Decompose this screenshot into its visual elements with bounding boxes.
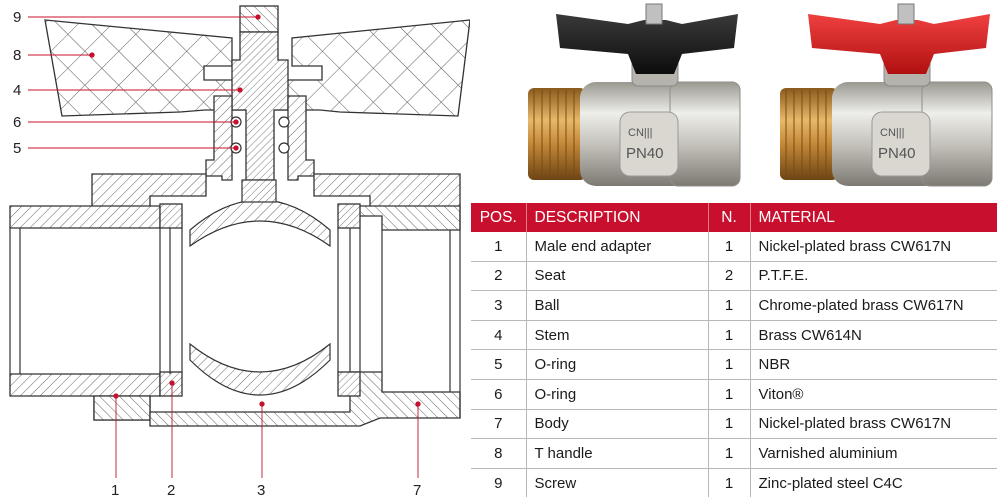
body-marking-black-1: CN|||: [628, 127, 652, 139]
valve-photo-black-handle: CN||| PN40: [528, 3, 741, 187]
body-top-part-right: [313, 173, 461, 211]
cell-n: 1: [708, 468, 751, 498]
callout-2: 2: [167, 482, 175, 499]
cell-n: 2: [708, 261, 751, 292]
header-pos: POS.: [471, 203, 527, 232]
body-top-part: [91, 173, 207, 211]
cell-n: 1: [708, 232, 751, 262]
o-ring-lower-right: [278, 142, 290, 154]
cell-material: P.T.F.E.: [750, 261, 997, 292]
cell-material: Brass CW614N: [750, 320, 997, 351]
body-right-upper: [349, 205, 461, 231]
table-row: 6 O-ring 1 Viton®: [471, 379, 997, 410]
product-photos: CN||| PN40 CN||| PN40: [528, 3, 993, 187]
body-bottom-part: [93, 395, 151, 421]
ball-part: [189, 179, 331, 396]
callout-7: 7: [413, 482, 421, 499]
cell-pos: 1: [471, 232, 527, 262]
table-row: 7 Body 1 Nickel-plated brass CW617N: [471, 409, 997, 440]
red-t-handle: [808, 14, 990, 74]
o-ring-upper-right: [278, 116, 290, 128]
callout-5: 5: [13, 140, 21, 157]
parts-table: POS. DESCRIPTION N. MATERIAL 1 Male end …: [471, 203, 997, 498]
seat-left: [159, 203, 183, 229]
body-marking-red-1: CN|||: [880, 127, 904, 139]
table-row: 3 Ball 1 Chrome-plated brass CW617N: [471, 290, 997, 321]
cell-pos: 4: [471, 320, 527, 351]
table-row: 1 Male end adapter 1 Nickel-plated brass…: [471, 232, 997, 262]
cell-material: Nickel-plated brass CW617N: [750, 232, 997, 262]
callout-4: 4: [13, 82, 21, 99]
cell-material: Zinc-plated steel C4C: [758, 474, 903, 492]
cell-n: 1: [708, 320, 751, 351]
cell-pos: 2: [471, 261, 527, 292]
black-t-handle: [556, 14, 738, 74]
cell-description: Ball: [526, 290, 709, 321]
cell-pos: 7: [471, 409, 527, 440]
cell-material: Chrome-plated brass CW617N: [750, 290, 997, 321]
callout-3: 3: [257, 482, 265, 499]
cell-description: Screw: [526, 468, 709, 498]
body-marking-red-2: PN40: [878, 145, 916, 162]
cell-description: Male end adapter: [526, 232, 709, 262]
cell-n: 1: [708, 438, 751, 469]
cell-n: 1: [708, 409, 751, 440]
seat-right-lower: [337, 371, 361, 397]
table-row: 2 Seat 2 P.T.F.E.: [471, 261, 997, 292]
cell-pos: 5: [471, 349, 527, 380]
header-n: N.: [708, 203, 751, 232]
cell-n: 1: [708, 349, 751, 380]
cell-pos: 3: [471, 290, 527, 321]
cell-description: O-ring: [526, 349, 709, 380]
cell-pos: 8: [471, 438, 527, 469]
cell-pos: 9: [471, 468, 527, 498]
table-header-row: POS. DESCRIPTION N. MATERIAL: [471, 203, 997, 232]
body-marking-black-2: PN40: [626, 145, 664, 162]
cell-description: Stem: [526, 320, 709, 351]
header-material: MATERIAL: [750, 203, 997, 232]
table-row: 9 Screw 1 Zinc-plated steel C4C: [471, 468, 997, 498]
cell-pos: 6: [471, 379, 527, 410]
callout-8: 8: [13, 47, 21, 64]
table-row: 8 T handle 1 Varnished aluminium: [471, 438, 997, 469]
stem-part: [231, 31, 289, 181]
cell-description: O-ring: [526, 379, 709, 410]
cell-material: Viton®: [750, 379, 997, 410]
male-end-adapter-upper: [9, 205, 161, 229]
callout-6: 6: [13, 114, 21, 131]
t-handle-part: [44, 19, 470, 117]
cell-material: NBR: [750, 349, 997, 380]
cell-description: T handle: [526, 438, 709, 469]
cell-description: Seat: [526, 261, 709, 292]
callout-9: 9: [13, 9, 21, 26]
header-description: DESCRIPTION: [526, 203, 709, 232]
table-row: 5 O-ring 1 NBR: [471, 349, 997, 380]
cell-material: Varnished aluminium: [750, 438, 997, 469]
body-right-lower: [149, 371, 461, 427]
cell-n: 1: [708, 290, 751, 321]
table-row: 4 Stem 1 Brass CW614N: [471, 320, 997, 351]
seat-right: [337, 203, 361, 229]
valve-photo-red-handle: CN||| PN40: [780, 3, 993, 187]
cell-n: 1: [708, 379, 751, 410]
valve-cross-section-diagram: 9 8 4 6 5 1 2 3 7: [9, 5, 470, 499]
cell-material: Nickel-plated brass CW617N: [750, 409, 997, 440]
cell-description: Body: [526, 409, 709, 440]
callout-1: 1: [111, 482, 119, 499]
